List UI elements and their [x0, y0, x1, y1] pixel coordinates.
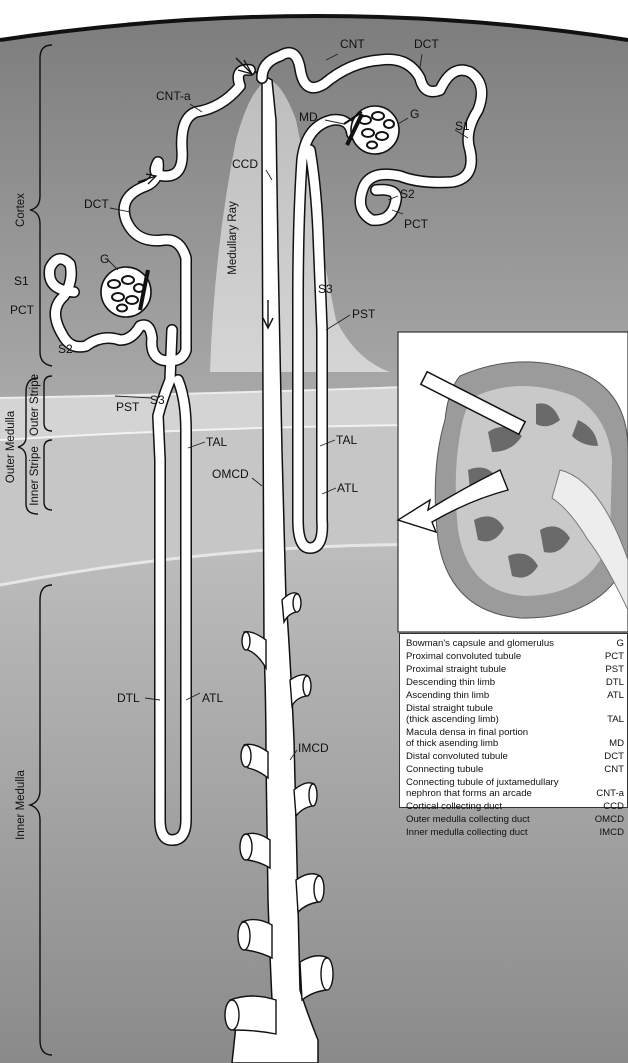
legend-row: Connecting tubule CNT [406, 764, 627, 775]
label-s1-left: S1 [14, 274, 29, 288]
legend-abbr: TAL [594, 714, 624, 725]
label-ccd: CCD [232, 157, 258, 171]
legend-abbr: OMCD [594, 814, 624, 825]
label-pct-left: PCT [10, 303, 35, 317]
label-dct-top: DCT [414, 37, 439, 51]
legend-abbr: DTL [594, 677, 624, 688]
legend-abbr: G [594, 638, 624, 649]
legend-term: Connecting tubule [406, 764, 483, 775]
label-imcd: IMCD [298, 741, 329, 755]
label-pst-right: PST [352, 307, 376, 321]
legend-abbr: ATL [594, 690, 624, 701]
legend-abbr: PST [594, 664, 624, 675]
label-dct-left: DCT [84, 197, 109, 211]
legend-term: Proximal convoluted tubule [406, 651, 521, 662]
label-pct-right: PCT [404, 217, 429, 231]
legend-row: Cortical collecting duct CCD [406, 801, 627, 812]
label-g-left: G [100, 252, 109, 266]
label-atl-left: ATL [202, 691, 223, 705]
legend-term: Ascending thin limb [406, 690, 489, 701]
label-omcd: OMCD [212, 467, 249, 481]
zone-label-cortex: Cortex [15, 193, 27, 227]
legend-abbr: IMCD [594, 827, 624, 838]
legend-abbr: CCD [594, 801, 624, 812]
legend-row: Inner medulla collecting duct IMCD [406, 827, 627, 838]
legend-term: Bowman's capsule and glomerulus [406, 638, 554, 649]
legend-term: Proximal straight tubule [406, 664, 506, 675]
legend-term: Distal convoluted tubule [406, 751, 508, 762]
label-dtl: DTL [117, 691, 140, 705]
legend-term: Inner medulla collecting duct [406, 827, 528, 838]
legend-row: Ascending thin limb ATL [406, 690, 627, 701]
legend-row: Bowman's capsule and glomerulus G [406, 638, 627, 649]
legend-term: Distal straight tubule (thick ascending … [406, 703, 499, 725]
label-s3-left: S3 [150, 393, 165, 407]
legend-term: Outer medulla collecting duct [406, 814, 530, 825]
label-tal-right: TAL [336, 433, 357, 447]
legend-row: Outer medulla collecting duct OMCD [406, 814, 627, 825]
legend-row: Descending thin limb DTL [406, 677, 627, 688]
zone-label-outer-medulla: Outer Medulla [5, 410, 17, 483]
label-s2-left: S2 [58, 342, 73, 356]
legend-row: Distal convoluted tubule DCT [406, 751, 627, 762]
label-pst-left: PST [116, 400, 140, 414]
label-s3-right: S3 [318, 282, 333, 296]
zone-label-inner-medulla: Inner Medulla [15, 770, 27, 840]
glomerulus-left [101, 267, 151, 317]
label-g-right: G [410, 107, 419, 121]
legend: Bowman's capsule and glomerulus G Proximal… [399, 633, 628, 808]
label-tal-left: TAL [206, 435, 227, 449]
legend-abbr: PCT [594, 651, 624, 662]
legend-row: Macula densa in final portion of thick a… [406, 727, 627, 749]
legend-row: Proximal straight tubule PST [406, 664, 627, 675]
label-md: MD [299, 110, 318, 124]
zone-label-inner-stripe: Inner Stripe [29, 446, 41, 505]
kidney-inset [398, 332, 628, 632]
label-cnt-top: CNT [340, 37, 365, 51]
legend-abbr: MD [594, 738, 624, 749]
legend-row: Proximal convoluted tubule PCT [406, 651, 627, 662]
label-atl-right: ATL [337, 481, 358, 495]
legend-term: Connecting tubule of juxtamedullary neph… [406, 777, 559, 799]
legend-abbr: DCT [594, 751, 624, 762]
label-cnt-a: CNT-a [156, 89, 191, 103]
legend-term: Macula densa in final portion of thick a… [406, 727, 528, 749]
label-s2-right: S2 [400, 187, 415, 201]
legend-abbr: CNT-a [594, 788, 624, 799]
zone-label-outer-stripe: Outer Stripe [29, 374, 41, 436]
legend-term: Cortical collecting duct [406, 801, 502, 812]
legend-abbr: CNT [594, 764, 624, 775]
label-s1-right: S1 [455, 119, 470, 133]
legend-term: Descending thin limb [406, 677, 495, 688]
legend-row: Distal straight tubule (thick ascending … [406, 703, 627, 725]
zone-label-medullary-ray: Medullary Ray [227, 201, 239, 275]
legend-row: Connecting tubule of juxtamedullary neph… [406, 777, 627, 799]
